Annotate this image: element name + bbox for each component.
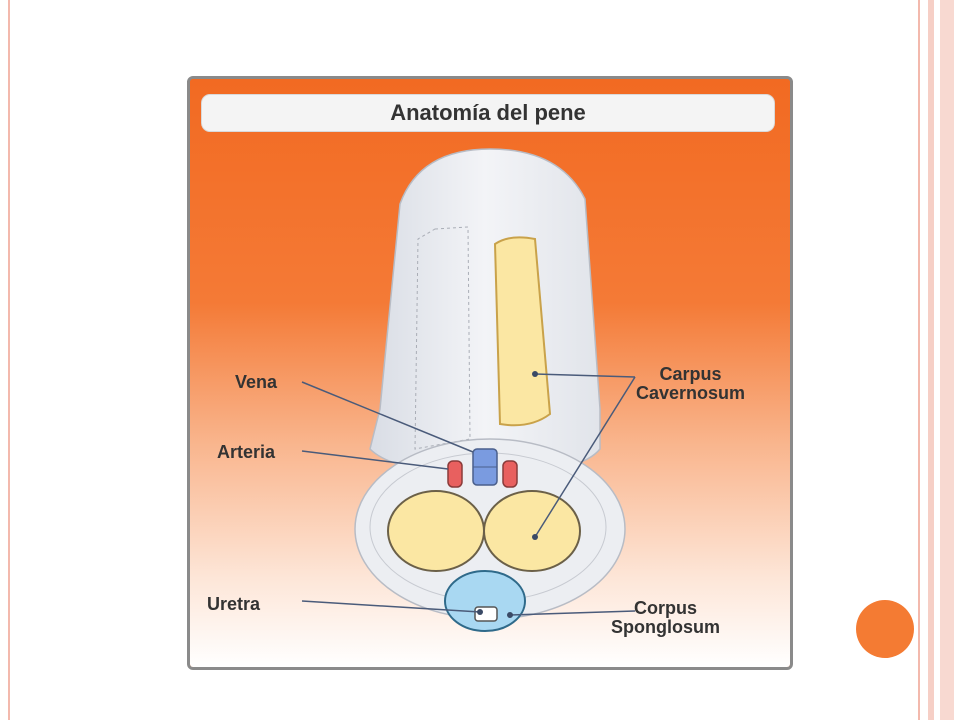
slide-frame-right-band — [928, 0, 934, 720]
shaft-body — [369, 148, 601, 475]
artery-right-shape — [502, 460, 518, 488]
anatomy-illustration — [190, 79, 790, 667]
label-carpus-line1: Carpus — [659, 364, 722, 384]
diagram-title: Anatomía del pene — [390, 100, 586, 125]
label-carpus-cavernosum: Carpus Cavernosum — [636, 365, 745, 403]
cavernosum-right-section — [483, 490, 581, 572]
spongiosum-section — [444, 570, 526, 632]
slide-frame-left — [8, 0, 10, 720]
cavernosum-left-section — [387, 490, 485, 572]
artery-left-shape — [447, 460, 463, 488]
label-corpus-sponglosum: Corpus Sponglosum — [611, 599, 720, 637]
label-arteria: Arteria — [217, 442, 276, 462]
slide-frame-right — [918, 0, 920, 720]
cavernosum-long-section — [493, 236, 552, 427]
slide-frame-right-band-outer — [940, 0, 954, 720]
leader-dots — [477, 371, 538, 618]
label-corpus-line1: Corpus — [634, 598, 697, 618]
label-vena: Vena — [235, 372, 278, 392]
orange-bullet-dot — [856, 600, 914, 658]
anatomy-diagram-panel: Anatomía del pene Vena Arteria Uretra Ca… — [187, 76, 793, 670]
label-uretra: Uretra — [207, 594, 261, 614]
leader-lines — [301, 373, 636, 616]
label-carpus-line2: Cavernosum — [636, 383, 746, 403]
label-corpus-line2: Sponglosum — [611, 617, 720, 637]
diagram-title-bar: Anatomía del pene — [201, 94, 775, 132]
